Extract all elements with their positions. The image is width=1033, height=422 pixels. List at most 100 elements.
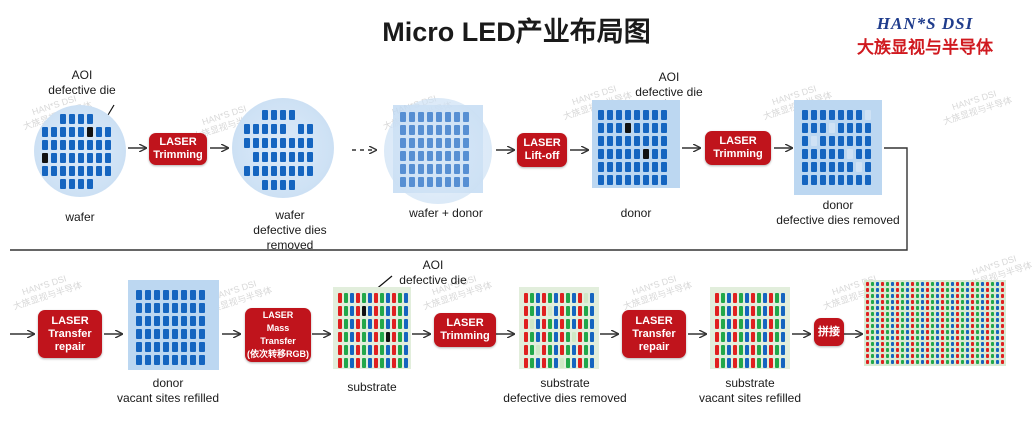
substrate-die-grid	[338, 293, 408, 368]
die	[380, 345, 384, 355]
donor-removed-die-grid	[802, 110, 871, 185]
die	[616, 110, 622, 120]
die	[1001, 282, 1004, 286]
die	[966, 306, 969, 310]
die	[661, 149, 667, 159]
die	[876, 342, 879, 346]
die	[445, 112, 451, 122]
die	[976, 330, 979, 334]
die	[971, 354, 974, 358]
die	[781, 332, 785, 342]
die	[590, 358, 594, 368]
die	[727, 332, 731, 342]
die	[745, 293, 749, 303]
die	[715, 332, 719, 342]
die	[598, 123, 604, 133]
die	[936, 354, 939, 358]
die	[886, 348, 889, 352]
die	[966, 294, 969, 298]
die	[896, 318, 899, 322]
die	[554, 306, 558, 316]
die	[946, 324, 949, 328]
die	[911, 294, 914, 298]
die	[105, 114, 111, 124]
die	[616, 136, 622, 146]
die	[961, 288, 964, 292]
die	[436, 112, 442, 122]
die	[199, 316, 205, 326]
die	[578, 332, 582, 342]
die	[244, 110, 250, 120]
die	[931, 294, 934, 298]
die	[996, 348, 999, 352]
die	[966, 288, 969, 292]
die	[136, 290, 142, 300]
die	[307, 138, 313, 148]
die	[926, 312, 929, 316]
die	[338, 332, 342, 342]
die	[757, 293, 761, 303]
die	[906, 342, 909, 346]
die	[941, 330, 944, 334]
die	[775, 332, 779, 342]
die	[536, 306, 540, 316]
die	[763, 293, 767, 303]
die	[721, 332, 725, 342]
die	[536, 293, 540, 303]
die	[362, 306, 366, 316]
die	[625, 123, 631, 133]
die	[820, 136, 826, 146]
die	[87, 127, 93, 137]
die	[986, 330, 989, 334]
die	[578, 358, 582, 368]
die	[921, 312, 924, 316]
die	[829, 110, 835, 120]
die	[956, 294, 959, 298]
die	[436, 125, 442, 135]
die	[941, 336, 944, 340]
die	[906, 354, 909, 358]
die	[991, 348, 994, 352]
die	[590, 332, 594, 342]
die	[871, 288, 874, 292]
die	[751, 345, 755, 355]
die	[971, 312, 974, 316]
die	[634, 123, 640, 133]
die	[542, 293, 546, 303]
die	[344, 293, 348, 303]
die	[901, 336, 904, 340]
die	[856, 162, 862, 172]
die	[386, 332, 390, 342]
die	[976, 282, 979, 286]
die	[96, 166, 102, 176]
die	[946, 354, 949, 358]
die	[409, 125, 415, 135]
die	[981, 342, 984, 346]
die	[163, 342, 169, 352]
die	[244, 180, 250, 190]
die	[956, 282, 959, 286]
die	[981, 330, 984, 334]
die	[931, 306, 934, 310]
die	[926, 336, 929, 340]
die	[876, 336, 879, 340]
die	[745, 345, 749, 355]
die	[956, 336, 959, 340]
die	[454, 112, 460, 122]
die	[961, 342, 964, 346]
die	[404, 319, 408, 329]
die	[253, 110, 259, 120]
die	[946, 318, 949, 322]
die	[42, 153, 48, 163]
die	[566, 358, 570, 368]
die	[368, 332, 372, 342]
die	[976, 324, 979, 328]
die	[876, 300, 879, 304]
die	[362, 319, 366, 329]
die	[931, 300, 934, 304]
die	[661, 110, 667, 120]
die	[566, 306, 570, 316]
die	[971, 330, 974, 334]
